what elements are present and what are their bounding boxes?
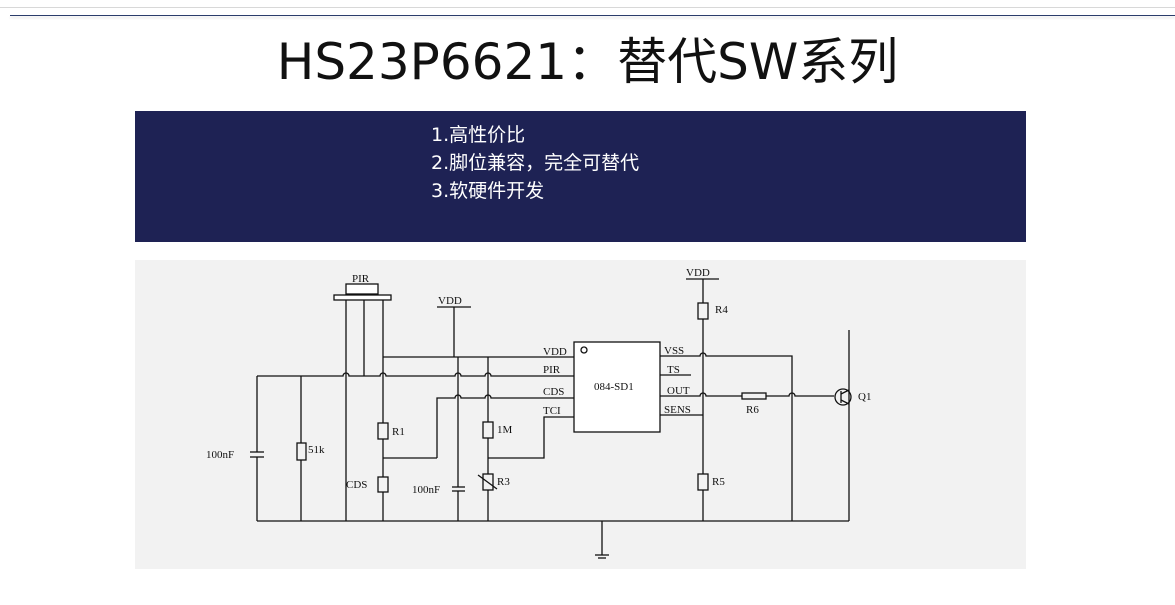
resistor-r6 [741,392,767,400]
resistor-r4 [697,302,709,320]
cds-label: CDS [346,479,367,491]
resistor-1m [482,421,494,439]
resistor-51k [296,442,307,461]
pin-pir: PIR [543,364,561,376]
features-banner: 1.高性价比 2.脚位兼容，完全可替代 3.软硬件开发 [135,111,1026,242]
top-divider [0,7,1175,8]
resistor-label: 51k [308,444,325,456]
r1-label: R1 [392,426,405,438]
r6-label: R6 [746,404,759,416]
vdd-label: VDD [686,267,710,279]
slide-title: HS23P6621：替代SW系列 [276,33,899,91]
pir-sensor-base [333,294,392,301]
pir-sensor-body [345,283,379,295]
resistor-cds [377,476,389,493]
pin-vss: VSS [664,345,684,357]
chip-084-sd1 [573,341,661,433]
pin-ts: TS [667,364,680,376]
wires [250,278,852,559]
pin-sens: SENS [664,404,691,416]
feature-item: 3.软硬件开发 [431,180,545,202]
schematic-svg: PIR VDD VDD VDD PIR CDS TCI VSS TS OUT S… [206,267,871,559]
pin-cds: CDS [543,386,564,398]
header-divider [10,15,1175,16]
pin-out: OUT [667,385,690,397]
resistor-r1 [377,422,389,440]
r3-label: R3 [497,476,510,488]
transistor-q1 [834,388,852,406]
cap-label: 100nF [412,484,440,496]
pin-vdd: VDD [543,346,567,358]
q1-label: Q1 [858,391,871,403]
r5-label: R5 [712,476,725,488]
cap-label: 100nF [206,449,234,461]
resistor-1m-label: 1M [497,424,513,436]
feature-item: 1.高性价比 [431,124,526,146]
r4-label: R4 [715,304,728,316]
schematic-labels: PIR VDD VDD VDD PIR CDS TCI VSS TS OUT S… [206,267,871,496]
pir-label: PIR [352,273,370,285]
pin-tci: TCI [543,405,561,417]
feature-list: 1.高性价比 2.脚位兼容，完全可替代 3.软硬件开发 [431,121,639,205]
circuit-schematic: PIR VDD VDD VDD PIR CDS TCI VSS TS OUT S… [135,260,1026,569]
resistor-r5 [697,473,709,491]
chip-label: 084-SD1 [594,381,634,393]
vdd-label: VDD [438,295,462,307]
feature-item: 2.脚位兼容，完全可替代 [431,152,640,174]
